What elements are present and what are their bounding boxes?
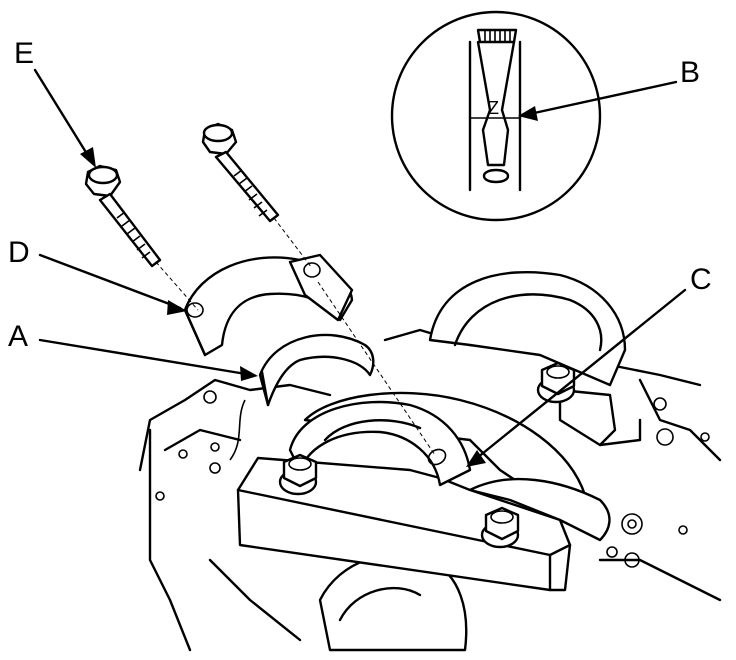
detail-mark: Z [488,98,499,118]
arrow-c-head [466,450,486,467]
detail-inset: Z [390,10,602,222]
callout-b: B [680,56,700,89]
bearing-cap [236,388,642,592]
cap-nut-right [480,506,520,549]
callout-e: E [14,37,34,70]
arrow-b-head [518,106,538,121]
leader-lines [33,68,687,467]
arrow-e-head [80,147,96,168]
arrow-a-head [240,366,258,381]
connecting-rod [288,400,472,487]
callout-c: C [690,263,712,296]
bolt-e-left [84,164,199,311]
bolt-e-right [201,122,436,456]
callout-a: A [8,320,28,353]
arrow-d-head [167,300,187,315]
engine-block-outline [138,328,722,652]
cap-nut-left [278,453,318,496]
callout-d: D [8,236,30,269]
bearing-shell-a [258,333,375,407]
rod-cap-d [183,253,354,357]
